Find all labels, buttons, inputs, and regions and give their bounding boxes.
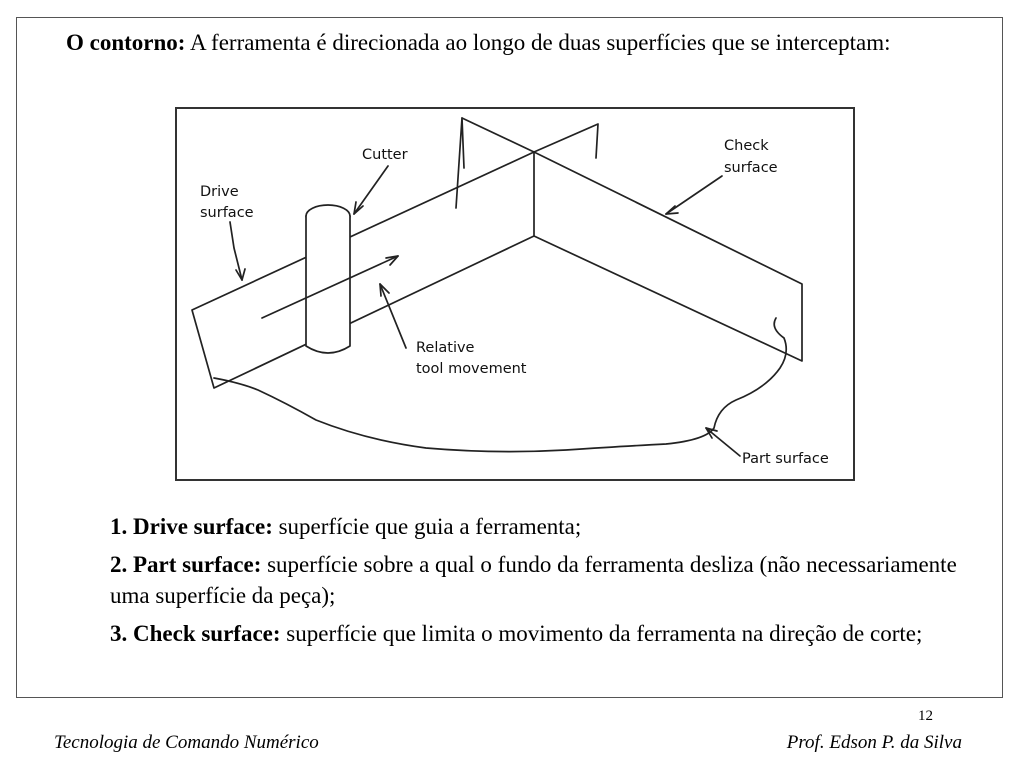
page-number: 12: [918, 708, 933, 724]
check-leader: [665, 175, 723, 215]
drive-wall-extension: [533, 123, 599, 159]
check-wall-back-edge: [455, 117, 465, 209]
drive-leader: [229, 221, 243, 281]
figure-border: [175, 107, 855, 481]
cutter-body: [305, 215, 351, 354]
intro-text: A ferramenta é direcionada ao longo de d…: [185, 30, 891, 55]
footer-author: Prof. Edson P. da Silva: [786, 732, 962, 753]
intro-title: O contorno:: [66, 30, 186, 55]
cutter-leader: [353, 165, 389, 215]
list-item-text: superfície que limita o movimento da fer…: [280, 621, 923, 646]
check-label-2: surface: [724, 160, 778, 176]
list-item-title: 1. Drive surface:: [110, 514, 273, 539]
check-label-1: Check: [724, 138, 769, 154]
relative-movement-arrow: [261, 255, 399, 319]
part-leader: [705, 427, 741, 457]
drive-label-2: surface: [200, 205, 254, 221]
relative-label-1: Relative: [416, 340, 475, 356]
part-surface-label: Part surface: [742, 451, 829, 467]
list-item: 3. Check surface: superfície que limita …: [110, 618, 980, 649]
contour-diagram-svg: Cutter Drive surface Check surface Relat…: [175, 107, 855, 481]
slide-frame: [16, 17, 1003, 698]
list-item-text: superfície sobre a qual o fundo da ferra…: [110, 552, 957, 608]
check-surface-wall: [461, 117, 803, 362]
footer-course: Tecnologia de Comando Numérico: [54, 732, 319, 753]
surface-list: 1. Drive surface: superfície que guia a …: [110, 511, 980, 656]
list-item-text: superfície que guia a ferramenta;: [272, 514, 582, 539]
relative-label-2: tool movement: [416, 361, 527, 377]
list-item-title: 3. Check surface:: [110, 621, 281, 646]
cutter-label: Cutter: [362, 147, 408, 163]
relative-leader: [379, 283, 407, 349]
contour-diagram: Cutter Drive surface Check surface Relat…: [166, 98, 872, 490]
part-surface-outline: [213, 317, 788, 453]
list-item-title: 2. Part surface:: [110, 552, 262, 577]
list-item: 1. Drive surface: superfície que guia a …: [110, 511, 980, 542]
drive-label-1: Drive: [200, 184, 239, 200]
intro-paragraph: O contorno: A ferramenta é direcionada a…: [66, 26, 966, 59]
list-item: 2. Part surface: superfície sobre a qual…: [110, 549, 980, 611]
